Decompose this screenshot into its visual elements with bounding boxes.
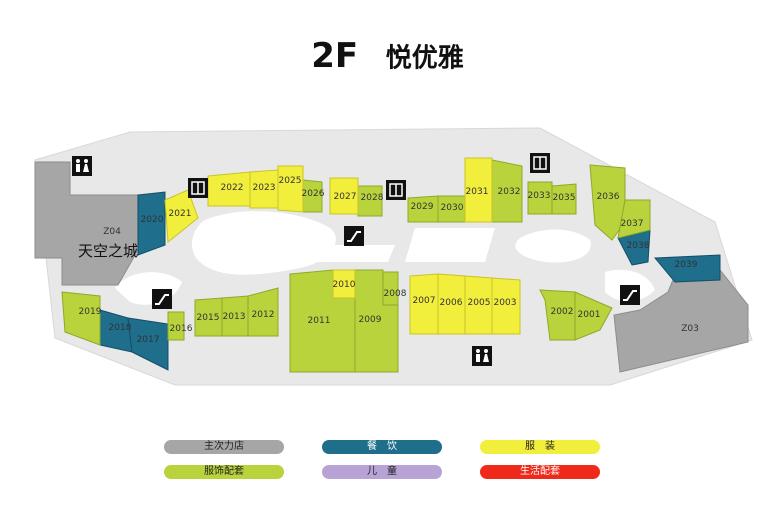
unit-code-2010: 2010 xyxy=(333,280,356,290)
unit-2010[interactable] xyxy=(332,269,356,299)
unit-Z03[interactable] xyxy=(613,269,749,373)
restroom-icon xyxy=(472,346,492,366)
unit-2039[interactable] xyxy=(653,254,721,283)
mall-name: 悦优雅 xyxy=(385,43,464,74)
unit-code-2032: 2032 xyxy=(498,187,521,197)
elevator-icon xyxy=(530,153,550,173)
unit-code-2035: 2035 xyxy=(553,193,576,203)
unit-2019[interactable] xyxy=(61,291,101,346)
unit-2025[interactable] xyxy=(277,165,304,213)
unit-code-2021: 2021 xyxy=(169,209,192,219)
legend-dining: 餐 饮 xyxy=(322,440,442,454)
unit-code-2028: 2028 xyxy=(361,193,384,203)
unit-code-2022: 2022 xyxy=(221,183,244,193)
restroom-icon xyxy=(72,156,92,176)
unit-code-2039: 2039 xyxy=(675,260,698,270)
unit-2001[interactable] xyxy=(574,291,613,341)
legend-fashion: 服 装 xyxy=(480,440,600,454)
unit-2008[interactable] xyxy=(382,271,399,306)
unit-code-2011: 2011 xyxy=(308,316,331,326)
unit-code-2020: 2020 xyxy=(141,215,164,225)
legend-kids: 儿 童 xyxy=(322,465,442,479)
unit-code-2019: 2019 xyxy=(79,307,102,317)
unit-2031[interactable] xyxy=(464,157,493,223)
legend-anchor: 主次力店 xyxy=(164,440,284,454)
unit-code-2007: 2007 xyxy=(413,296,436,306)
unit-2012[interactable] xyxy=(247,287,279,337)
unit-2002[interactable] xyxy=(539,289,576,341)
unit-code-2017: 2017 xyxy=(137,335,160,345)
unit-code-2016: 2016 xyxy=(170,324,193,334)
unit-code-2006: 2006 xyxy=(440,298,463,308)
unit-code-Z03: Z03 xyxy=(681,324,699,334)
anchor-name-Z04: 天空之城 xyxy=(78,242,138,260)
floor-number: 2F xyxy=(311,36,359,76)
courtyard-small xyxy=(315,245,395,262)
unit-code-2009: 2009 xyxy=(359,315,382,325)
unit-code-2027: 2027 xyxy=(334,192,357,202)
unit-code-2037: 2037 xyxy=(621,219,644,229)
elevator-icon xyxy=(188,178,208,198)
unit-code-2036: 2036 xyxy=(597,192,620,202)
unit-code-2030: 2030 xyxy=(441,203,464,213)
escalator-icon xyxy=(152,289,172,309)
unit-code-2025: 2025 xyxy=(279,176,302,186)
unit-2020[interactable] xyxy=(137,191,166,256)
unit-code-2013: 2013 xyxy=(223,312,246,322)
unit-code-Z04: Z04 xyxy=(103,227,121,237)
courtyard-right xyxy=(515,229,591,263)
unit-2016[interactable] xyxy=(167,311,185,341)
unit-code-2023: 2023 xyxy=(253,183,276,193)
courtyard-center xyxy=(405,228,495,262)
legend-accessories: 服饰配套 xyxy=(164,465,284,479)
unit-code-2012: 2012 xyxy=(252,310,275,320)
unit-code-2018: 2018 xyxy=(109,323,132,333)
unit-code-2008: 2008 xyxy=(384,289,407,299)
unit-2036[interactable] xyxy=(589,164,626,241)
unit-2017[interactable] xyxy=(127,317,169,371)
unit-code-2026: 2026 xyxy=(302,189,325,199)
escalator-icon xyxy=(344,226,364,246)
escalator-icon xyxy=(620,285,640,305)
unit-code-2002: 2002 xyxy=(551,307,574,317)
unit-2003[interactable] xyxy=(491,277,521,335)
unit-code-2033: 2033 xyxy=(528,191,551,201)
legend-services: 生活配套 xyxy=(480,465,600,479)
unit-code-2001: 2001 xyxy=(578,310,601,320)
elevator-icon xyxy=(386,180,406,200)
unit-code-2029: 2029 xyxy=(411,202,434,212)
unit-2035[interactable] xyxy=(551,183,577,215)
unit-2021[interactable] xyxy=(164,189,199,243)
unit-2037[interactable] xyxy=(617,199,651,239)
unit-code-2015: 2015 xyxy=(197,313,220,323)
unit-code-2038: 2038 xyxy=(627,241,650,251)
unit-code-2005: 2005 xyxy=(468,298,491,308)
unit-2027[interactable] xyxy=(329,177,359,215)
floor-title: 2F 悦优雅 xyxy=(0,36,775,76)
unit-Z04[interactable] xyxy=(34,161,139,286)
unit-code-2031: 2031 xyxy=(466,187,489,197)
unit-code-2003: 2003 xyxy=(494,298,517,308)
courtyard-left xyxy=(191,211,336,275)
